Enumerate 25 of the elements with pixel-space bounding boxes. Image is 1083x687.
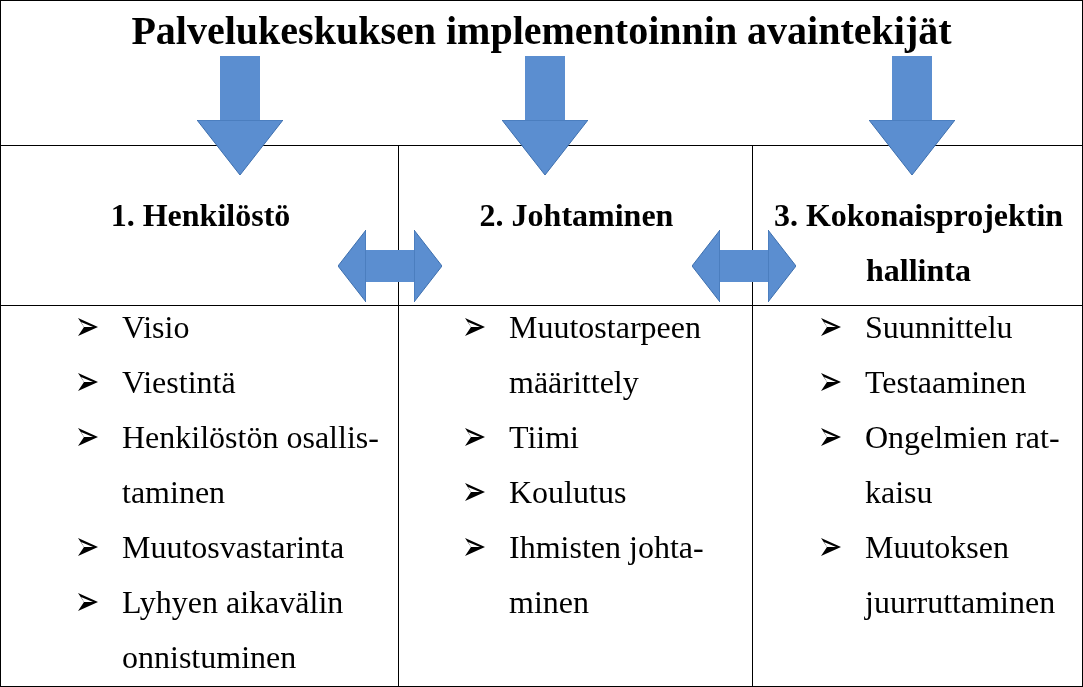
- block-arrow: [501, 56, 589, 176]
- list-item-text: Tiimi: [509, 419, 579, 455]
- block-arrow: [691, 229, 797, 303]
- table-cell: [752, 305, 1083, 687]
- list-item-text: Henkilöstön osallis- taminen: [122, 419, 379, 510]
- list-item-text: Suunnittelu: [865, 309, 1013, 345]
- list-item-text: Koulutus: [509, 474, 627, 510]
- list-item-text: Visio: [122, 309, 190, 345]
- list-item-text: Muutosvastarinta: [122, 529, 345, 565]
- heading-text: Palvelukeskuksen implementoinnin avaintekijät: [131, 7, 952, 55]
- list-item-text: Muutostarpeen määrittely: [509, 309, 701, 400]
- list-item-text: Lyhyen aikavälin onnistuminen: [122, 584, 344, 675]
- list-item-text: Ihmisten johta- minen: [509, 529, 704, 620]
- column-heading: 2. Johtaminen: [478, 196, 675, 235]
- column-heading: 1. Henkilöstö: [109, 196, 292, 235]
- list-item-text: Ongelmien rat- kaisu: [865, 419, 1060, 510]
- block-arrow: [196, 56, 284, 176]
- block-arrow: [868, 56, 956, 176]
- list-item-text: Viestintä: [122, 364, 236, 400]
- column-heading: 3. Kokonaisprojektin hallinta: [772, 196, 1065, 290]
- block-arrow: [337, 229, 443, 303]
- table-cell: [0, 0, 1083, 146]
- list-item-text: Testaaminen: [865, 364, 1027, 400]
- table-cell: [0, 305, 399, 687]
- list-item-text: Muutoksen juurruttaminen: [865, 529, 1056, 620]
